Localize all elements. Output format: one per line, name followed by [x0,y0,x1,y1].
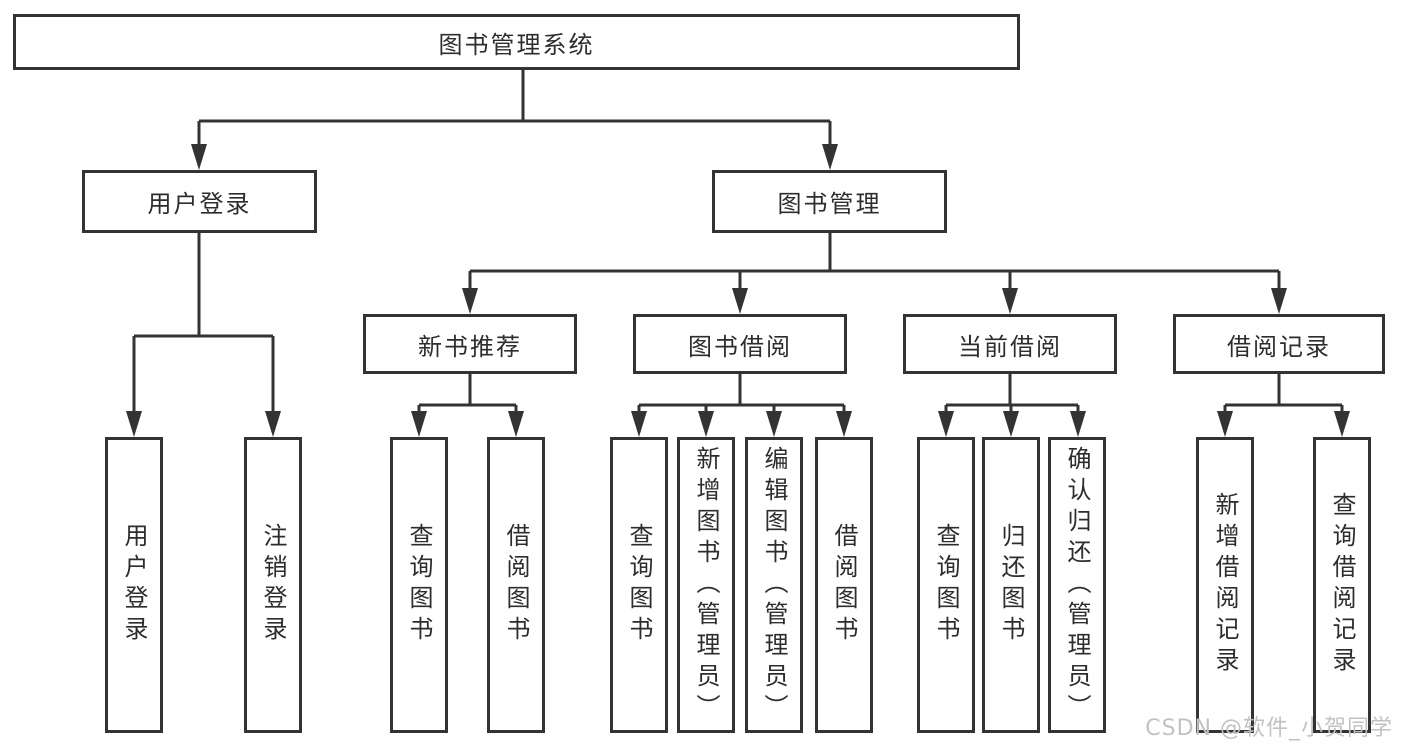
node-new-book-recommend: 新书推荐 [363,314,577,374]
leaf-query-borrow-record: 查询借阅记录 [1313,437,1371,733]
leaf-label: 查询借阅记录 [1328,492,1356,678]
leaf-query-book-borrow: 查询图书 [610,437,668,733]
node-label: 新书推荐 [418,332,522,361]
leaf-confirm-return-admin: 确认归还（管理员） [1048,437,1106,733]
leaf-label: 查询图书 [625,523,653,647]
leaf-label: 注销登录 [259,523,287,647]
leaf-label: 新增图书（管理员） [692,445,720,725]
leaf-label: 借阅图书 [502,523,530,647]
leaf-label: 编辑图书（管理员） [760,445,788,725]
leaf-add-borrow-record: 新增借阅记录 [1196,437,1254,733]
node-user-login: 用户登录 [82,170,317,233]
node-label: 图书借阅 [688,332,792,361]
leaf-label: 新增借阅记录 [1211,492,1239,678]
node-label: 当前借阅 [958,332,1062,361]
node-book-management: 图书管理 [712,170,947,233]
leaf-logout: 注销登录 [244,437,302,733]
node-label: 借阅记录 [1227,332,1331,361]
leaf-label: 确认归还（管理员） [1063,445,1091,725]
leaf-add-book-admin: 新增图书（管理员） [677,437,735,733]
node-current-borrow: 当前借阅 [903,314,1117,374]
leaf-label: 查询图书 [405,523,433,647]
node-label: 用户登录 [147,190,252,218]
leaf-query-book-recommend: 查询图书 [390,437,448,733]
leaf-label: 查询图书 [932,523,960,647]
node-borrow-records: 借阅记录 [1173,314,1385,374]
node-book-borrow: 图书借阅 [633,314,847,374]
leaf-borrow-book-recommend: 借阅图书 [487,437,545,733]
node-label: 图书管理 [777,190,882,218]
leaf-user-login: 用户登录 [105,437,163,733]
leaf-query-book-current: 查询图书 [917,437,975,733]
leaf-edit-book-admin: 编辑图书（管理员） [745,437,803,733]
leaf-label: 归还图书 [997,523,1025,647]
leaf-return-book: 归还图书 [982,437,1040,733]
node-library-management-system: 图书管理系统 [13,14,1020,70]
node-label: 图书管理系统 [438,30,595,59]
leaf-label: 借阅图书 [830,523,858,647]
csdn-watermark: CSDN @软件_小贺同学 [1145,716,1393,741]
leaf-label: 用户登录 [120,523,148,647]
leaf-borrow-book: 借阅图书 [815,437,873,733]
